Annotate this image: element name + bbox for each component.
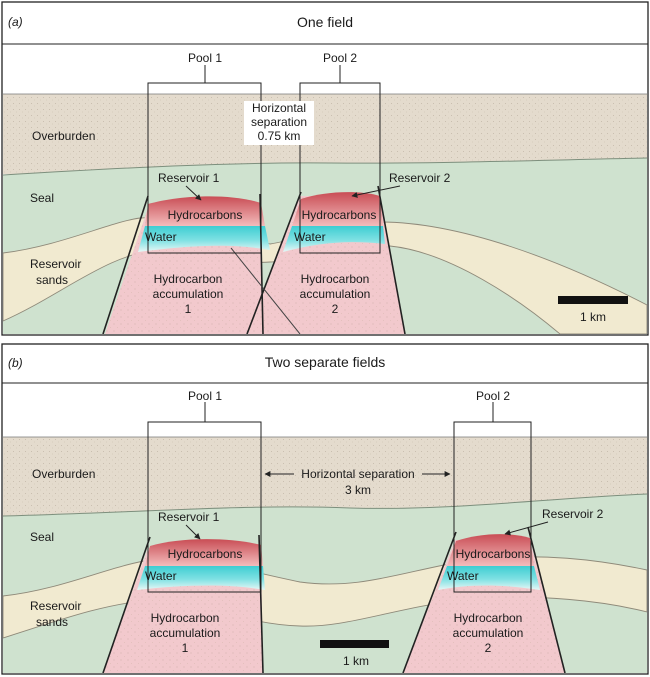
panel-b-scale-bar (320, 640, 389, 648)
reservoir-1-label: Reservoir 1 (158, 510, 220, 524)
trap-2-water-zone (438, 566, 540, 590)
overburden-label: Overburden (32, 467, 95, 481)
trap-1-water-zone (138, 226, 270, 252)
separation-label-line1: Horizontal separation (301, 467, 414, 481)
trap-2-accumulation-line2: accumulation (300, 287, 371, 301)
trap-1-accumulation-line1: Hydrocarbon (154, 272, 223, 286)
trap-2-hydrocarbons-label: Hydrocarbons (302, 208, 377, 222)
reservoir-sands-label-line1: Reservoir (30, 599, 81, 613)
trap-1-water-label: Water (145, 569, 177, 583)
trap-2-hydrocarbon-zone (447, 534, 534, 566)
pool-1-label: Pool 1 (188, 389, 222, 403)
panel-b-letter: (b) (8, 356, 23, 370)
trap-1-hydrocarbon-zone (145, 196, 265, 226)
panel-a: (a) One field Pool 1 (1, 1, 649, 336)
reservoir-1-arrow (185, 185, 202, 201)
reservoir-2-arrow (351, 185, 401, 198)
panel-a-scale-bar (558, 296, 628, 304)
trap-2-water-zone (283, 226, 385, 252)
panel-a-letter: (a) (8, 15, 23, 29)
reservoir-2-arrow (504, 521, 549, 536)
trap-2-water-label: Water (294, 230, 326, 244)
trap-1-accumulation-line3: 1 (182, 641, 189, 655)
reservoir-sands-label-line2: sands (36, 273, 68, 287)
trap-1-accumulation-line2: accumulation (150, 626, 221, 640)
trap-1-water-zone (137, 566, 265, 590)
fault-2-left (246, 191, 302, 334)
trap-1-accumulation-line1: Hydrocarbon (151, 611, 220, 625)
fault-1-left (102, 536, 151, 673)
trap-1-hydrocarbons-label: Hydrocarbons (168, 547, 243, 561)
fault-1-right (258, 534, 264, 673)
trap-2-hydrocarbons-label: Hydrocarbons (456, 547, 531, 561)
fault-crossing (230, 247, 301, 334)
separation-label-line2: separation (251, 115, 307, 129)
panel-a-title: One field (297, 14, 353, 30)
fault-2-left (402, 531, 457, 673)
reservoir-1-label: Reservoir 1 (158, 171, 220, 185)
trap-1-hydrocarbons-label: Hydrocarbons (168, 208, 243, 222)
trap-1-water-label: Water (145, 230, 177, 244)
panel-a-scale-label: 1 km (580, 310, 606, 324)
trap-2-hydrocarbon-zone (292, 192, 383, 226)
separation-label-line3: 0.75 km (258, 129, 301, 143)
pool-1-label: Pool 1 (188, 51, 222, 65)
pool-2-label: Pool 2 (476, 389, 510, 403)
fault-1-left (102, 195, 149, 334)
panel-b-title: Two separate fields (265, 354, 386, 370)
trap-1-accumulation-line3: 1 (185, 302, 192, 316)
panel-a-cross-section (3, 94, 647, 334)
trap-2-accumulation-line2: accumulation (453, 626, 524, 640)
reservoir-1-arrow (185, 524, 201, 540)
seal-top-boundary (3, 493, 647, 517)
panel-b-cross-section (3, 437, 647, 673)
separation-label-line1: Horizontal (252, 101, 306, 115)
seal-top-boundary (3, 157, 647, 176)
overburden-label: Overburden (32, 129, 95, 143)
trap-2-accumulation-line1: Hydrocarbon (454, 611, 523, 625)
reservoir-2-label: Reservoir 2 (542, 507, 604, 521)
trap-1-accumulation-line2: accumulation (153, 287, 224, 301)
reservoir-sands-label-line1: Reservoir (30, 257, 81, 271)
panel-b: (b) Two separate fields Pool 1 (1, 343, 649, 675)
separation-label-box (244, 101, 314, 145)
trap-2-water-label: Water (447, 569, 479, 583)
panel-b-scale-label: 1 km (343, 654, 369, 668)
reservoir-sands-label-line2: sands (36, 615, 68, 629)
separation-label-line2: 3 km (345, 483, 371, 497)
seal-label: Seal (30, 530, 54, 544)
trap-2-accumulation-line1: Hydrocarbon (301, 272, 370, 286)
fault-2-right (377, 185, 406, 334)
fault-2-right (527, 526, 566, 673)
reservoir-2-label: Reservoir 2 (389, 171, 451, 185)
trap-2-accumulation-line3: 2 (332, 302, 339, 316)
seal-label: Seal (30, 191, 54, 205)
trap-2-accumulation-line3: 2 (485, 641, 492, 655)
pool-2-label: Pool 2 (323, 51, 357, 65)
trap-1-hydrocarbon-zone (145, 539, 263, 566)
